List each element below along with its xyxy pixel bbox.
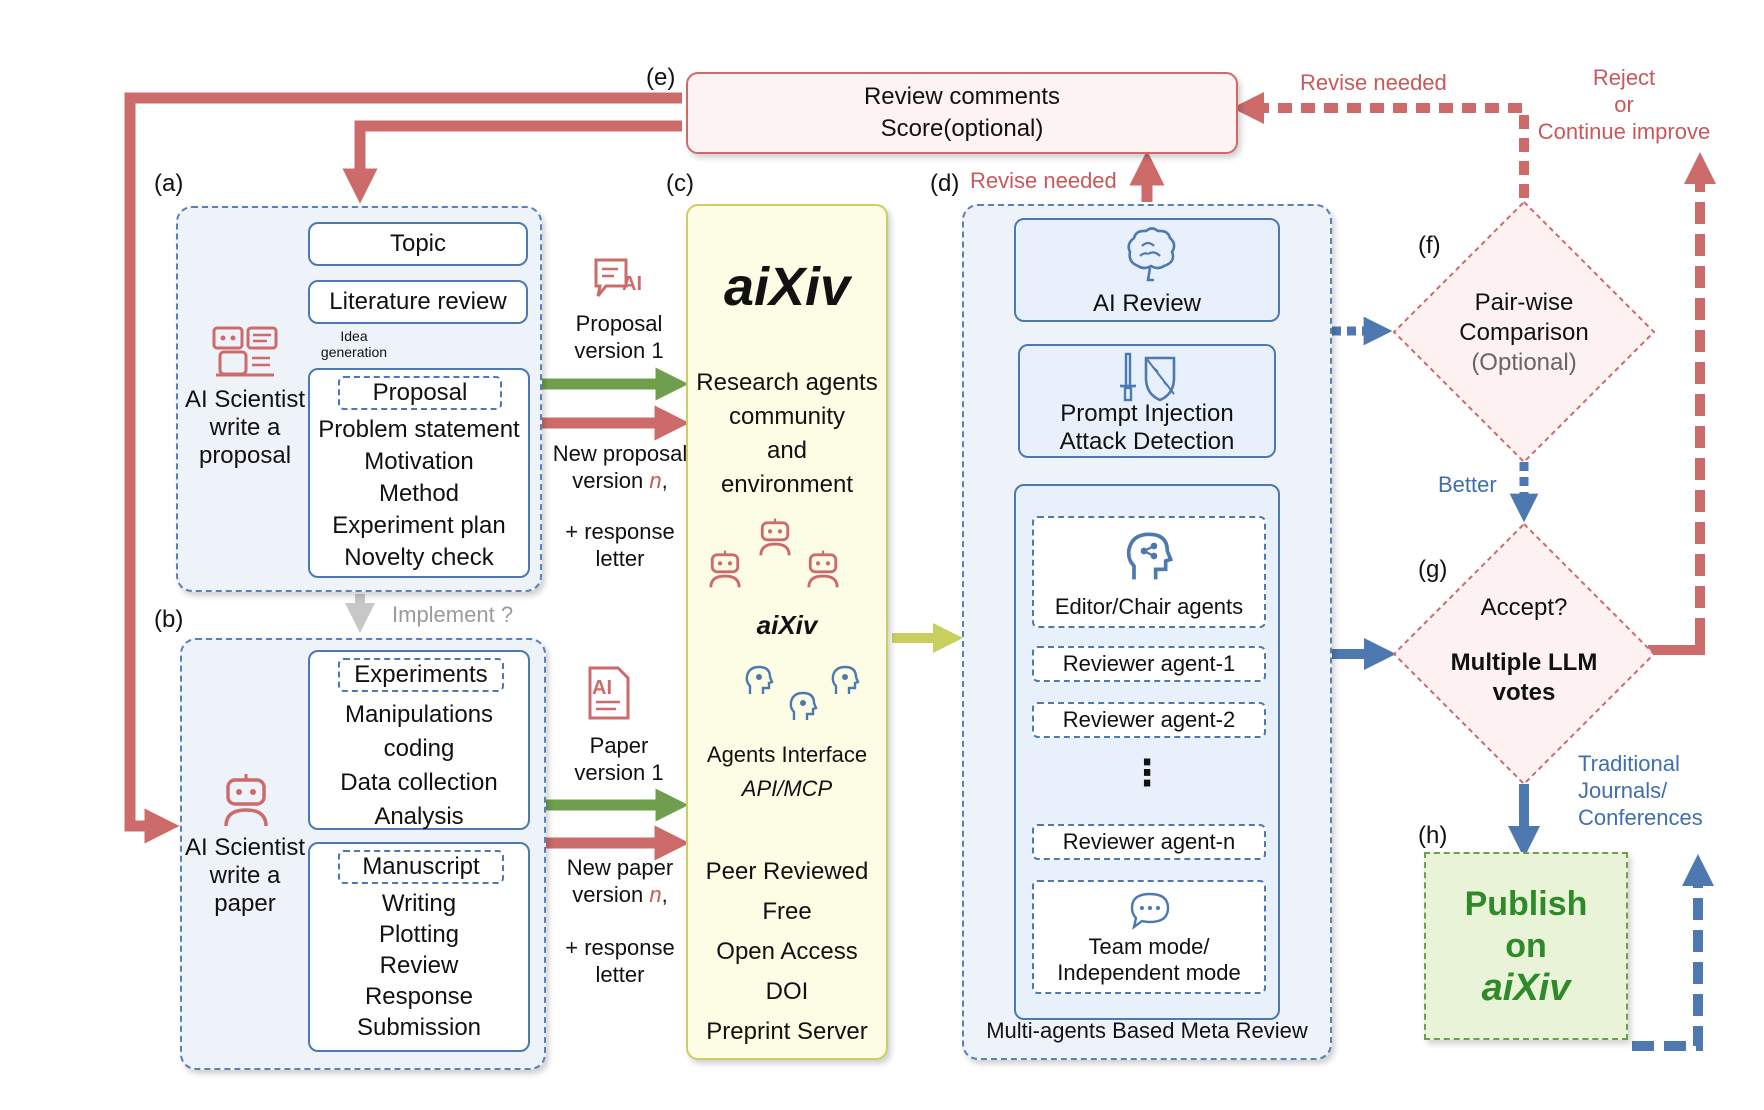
research-agent-icon-top xyxy=(758,516,792,563)
label-b: (b) xyxy=(154,606,184,633)
team-mode-text: Team mode/ Independent mode xyxy=(1057,934,1241,985)
reviewer-agent-2-box: Reviewer agent-2 xyxy=(1032,702,1266,738)
proposal-box: Proposal Problem statement Motivation Me… xyxy=(308,368,530,578)
proposal-items: Problem statement Motivation Method Expe… xyxy=(318,416,520,571)
traditional-label: Traditional Journals/ Conferences xyxy=(1578,751,1703,830)
research-agent-icon-right xyxy=(806,548,840,595)
reject-label: Reject or Continue improve xyxy=(1537,65,1711,144)
experiments-title-box: Experiments xyxy=(338,658,504,692)
idea-generation-label: Idea generation xyxy=(320,328,388,360)
reviewer-head-icon-right xyxy=(830,664,860,701)
prompt-injection-box: Prompt Injection Attack Detection xyxy=(1018,344,1276,458)
paper-ai-icon: AI xyxy=(586,666,632,725)
aixiv-description: Research agents community and environmen… xyxy=(696,369,878,498)
prompt-injection-text: Prompt Injection Attack Detection xyxy=(1059,400,1235,455)
ai-review-label: AI Review xyxy=(1092,290,1202,317)
arrow-pairwise-to-review xyxy=(1231,91,1529,198)
experiments-items: Manipulations coding Data collection Ana… xyxy=(340,701,498,830)
label-d: (d) xyxy=(930,170,960,197)
editor-head-icon xyxy=(1124,528,1174,589)
svg-text:AI: AI xyxy=(622,273,642,295)
manuscript-items: Writing Plotting Review Response Submiss… xyxy=(356,890,482,1041)
arrow-review-to-proposal xyxy=(342,120,682,204)
shield-sword-icon xyxy=(1116,352,1180,409)
review-comments-box: Review comments Score(optional) xyxy=(686,72,1238,154)
arrow-review-to-paper xyxy=(124,92,682,844)
label-a: (a) xyxy=(154,170,184,197)
paper-scientist-icon xyxy=(222,772,270,833)
review-line-1: Review comments xyxy=(863,83,1061,110)
proposal-ai-icon: AI xyxy=(592,256,644,305)
reviewer-head-icon-left xyxy=(744,664,774,701)
paper-version-1-label: Paper version 1 xyxy=(574,733,664,785)
brain-icon xyxy=(1124,226,1178,289)
new-paper-label: New paper version n, xyxy=(566,855,674,907)
label-e: (e) xyxy=(646,64,676,91)
publish-text: Publish on aiXiv xyxy=(1464,885,1588,1009)
research-agent-icon-left xyxy=(708,548,742,595)
reviewer-agent-n-box: Reviewer agent-n xyxy=(1032,824,1266,860)
accept-diamond xyxy=(1392,522,1656,786)
editor-chair-label: Editor/Chair agents xyxy=(1054,594,1244,619)
label-c: (c) xyxy=(666,170,694,197)
arrow-publish-to-traditional xyxy=(1632,853,1715,1051)
team-mode-box: Team mode/ Independent mode xyxy=(1032,880,1266,994)
pairwise-diamond xyxy=(1392,200,1656,464)
label-g: (g) xyxy=(1418,556,1448,583)
publish-aixiv-logo: aiXiv xyxy=(1481,967,1571,1009)
proposal-scientist-icon xyxy=(212,326,278,383)
new-proposal-label: New proposal version n, xyxy=(552,441,688,493)
agents-interface-label: Agents Interface xyxy=(706,742,868,767)
llm-votes-label: Multiple LLM votes xyxy=(1450,649,1598,706)
paper-actor-text: AI Scientist write a paper xyxy=(184,834,306,917)
literature-review-box: Literature review xyxy=(308,280,528,324)
response-letter-1-label: + response letter xyxy=(565,519,675,571)
response-letter-2-label: + response letter xyxy=(565,935,675,987)
aixiv-features: Peer Reviewed Free Open Access DOI Prepr… xyxy=(705,858,869,1045)
accept-label: Accept? xyxy=(1480,594,1568,621)
meta-review-footer: Multi-agents Based Meta Review xyxy=(986,1018,1308,1043)
aixiv-panel xyxy=(686,204,888,1060)
pairwise-text: Pair-wise Comparison (Optional) xyxy=(1459,289,1589,376)
revise-needed-label: Revise needed xyxy=(1300,70,1447,95)
experiments-box: Experiments Manipulations coding Data co… xyxy=(308,650,530,830)
editor-chair-box: Editor/Chair agents xyxy=(1032,516,1266,628)
svg-text:AI: AI xyxy=(592,677,612,699)
api-mcp-label: API/MCP xyxy=(741,776,833,801)
agents-group-box: Editor/Chair agents Reviewer agent-1 Rev… xyxy=(1014,484,1280,1020)
proposal-title-box: Proposal xyxy=(338,376,502,410)
topic-box: Topic xyxy=(308,222,528,266)
ai-review-box: AI Review xyxy=(1014,218,1280,322)
reviewer-ellipsis: ⋮ xyxy=(1129,752,1165,793)
manuscript-title-box: Manuscript xyxy=(338,850,504,884)
review-line-2: Score(optional) xyxy=(880,115,1044,142)
label-h: (h) xyxy=(1418,822,1448,849)
arrow-accept-reject-solid xyxy=(1648,640,1705,655)
chat-bubble-icon xyxy=(1128,890,1172,935)
proposal-version-1-label: Proposal version 1 xyxy=(574,311,664,363)
manuscript-box: Manuscript Writing Plotting Review Respo… xyxy=(308,842,530,1052)
reviewer-agent-1-box: Reviewer agent-1 xyxy=(1032,646,1266,682)
meta-revise-needed-label: Revise needed xyxy=(970,168,1117,193)
aixiv-logo: aiXiv xyxy=(723,257,851,317)
publish-box: Publish on aiXiv xyxy=(1424,852,1628,1040)
implement-label: Implement ? xyxy=(392,602,514,627)
label-f: (f) xyxy=(1418,232,1441,259)
proposal-actor-text: AI Scientist write a proposal xyxy=(184,386,306,469)
aixiv-hub-label: aiXiv xyxy=(756,610,818,640)
reviewer-head-icon-center xyxy=(788,690,818,727)
better-label: Better xyxy=(1438,472,1497,497)
